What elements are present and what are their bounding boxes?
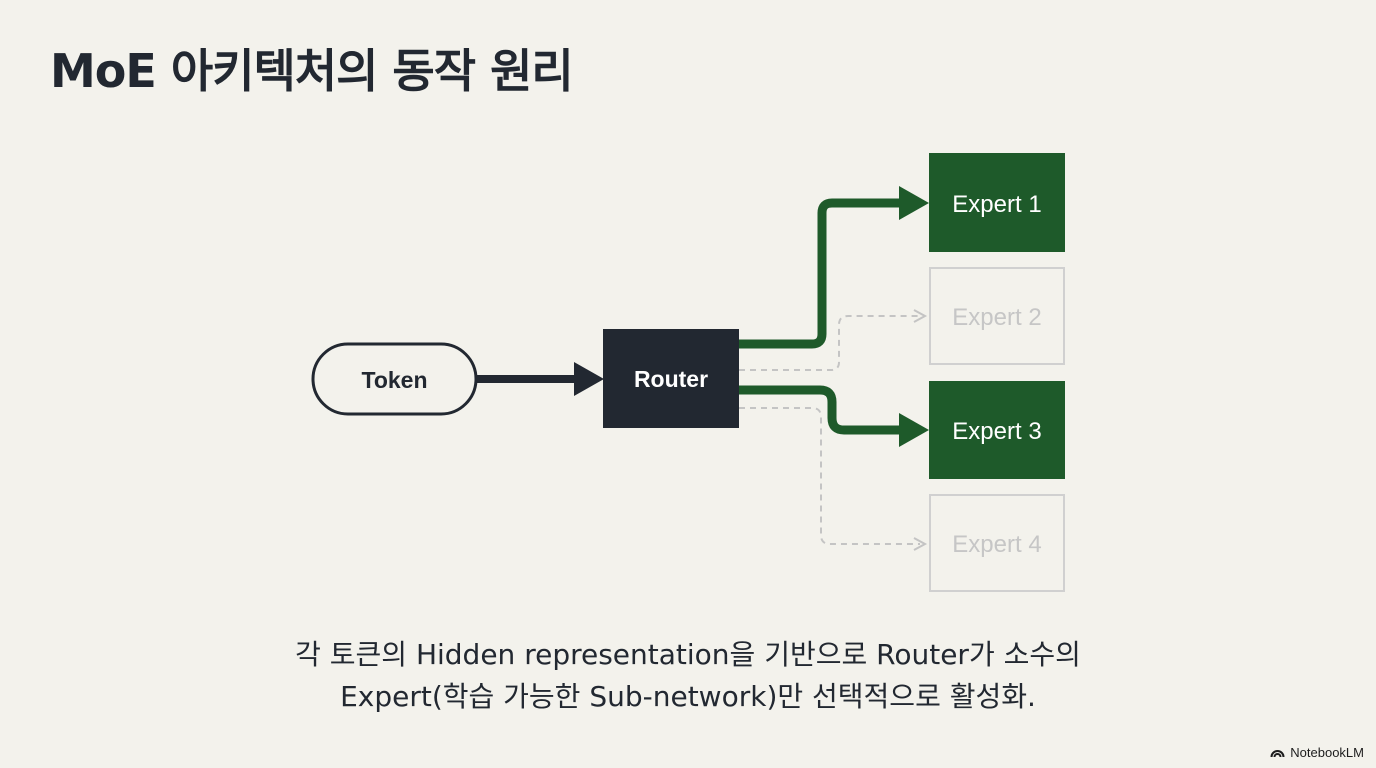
expert-3-node: Expert 3 [929, 381, 1065, 479]
router-node: Router [603, 329, 739, 428]
expert-4-label: Expert 4 [952, 531, 1041, 558]
token-label: Token [361, 367, 427, 393]
expert-4-node: Expert 4 [929, 494, 1065, 592]
expert-1-node: Expert 1 [929, 153, 1065, 252]
router-label: Router [634, 366, 708, 392]
expert-2-label: Expert 2 [952, 304, 1041, 331]
route-to-expert-4 [739, 407, 928, 551]
expert-1-label: Expert 1 [952, 191, 1041, 218]
caption-line-2: Expert(학습 가능한 Sub-network)만 선택적으로 활성화. [340, 680, 1036, 713]
caption-line-1: 각 토큰의 Hidden representation을 기반으로 Router… [295, 638, 1081, 671]
route-to-expert-2 [739, 309, 928, 371]
expert-3-label: Expert 3 [952, 418, 1041, 445]
route-to-expert-3 [739, 385, 929, 447]
notebooklm-brand: NotebookLM [1270, 745, 1364, 760]
expert-2-node: Expert 2 [929, 267, 1065, 365]
route-to-expert-1 [739, 186, 929, 349]
slide-title: MoE 아키텍처의 동작 원리 [50, 44, 574, 98]
token-to-router-arrow [476, 362, 604, 396]
brand-label: NotebookLM [1290, 745, 1364, 760]
slide-caption: 각 토큰의 Hidden representation을 기반으로 Router… [0, 634, 1376, 718]
notebooklm-icon [1270, 747, 1285, 758]
token-node: Token [311, 342, 478, 416]
